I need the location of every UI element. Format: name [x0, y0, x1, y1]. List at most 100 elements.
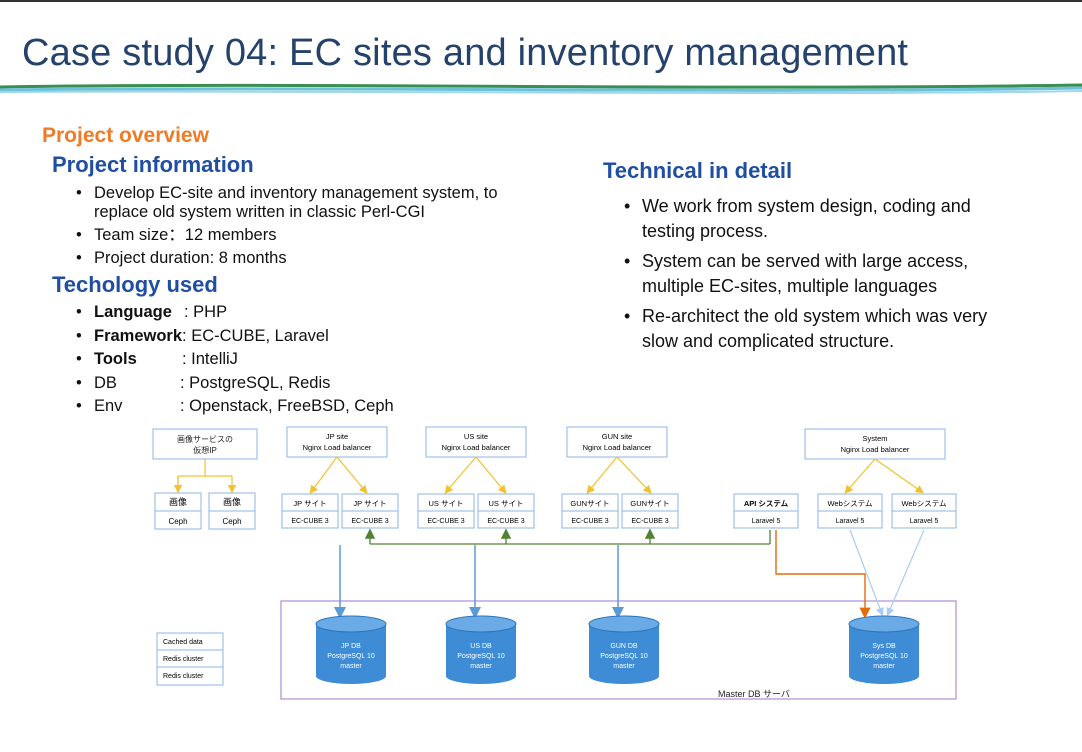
db-line3: master [340, 663, 362, 670]
slide-title: Case study 04: EC sites and inventory ma… [22, 32, 909, 74]
balancer-line2: Nginx Load balancer [442, 443, 511, 452]
server-top: JP サイト [293, 499, 326, 508]
balancer-line2: Nginx Load balancer [303, 443, 372, 452]
server-top: Webシステム [827, 499, 872, 508]
server-bottom: EC-CUBE 3 [631, 518, 668, 525]
server-node: JP サイト EC-CUBE 3 [281, 493, 339, 529]
server-bottom: EC-CUBE 3 [291, 518, 328, 525]
api-server-node: API システム Laravel 5 [733, 493, 799, 529]
tech-value: : PostgreSQL, Redis [180, 373, 331, 392]
db-line1: Sys DB [872, 643, 896, 650]
balancer-line1: JP site [326, 432, 348, 441]
cache-row: Cached data [163, 639, 203, 646]
server-node: US サイト EC-CUBE 3 [417, 493, 475, 529]
db-line2: PostgreSQL 10 [860, 653, 908, 660]
tech-label: Tools [94, 350, 137, 368]
db-line2: PostgreSQL 10 [600, 653, 648, 660]
tech-label: Language [94, 303, 172, 321]
api-to-sysdb-arrow [775, 530, 871, 619]
tech-value: : IntelliJ [182, 350, 238, 368]
cache-row: Redis cluster [163, 656, 204, 663]
load-balancer-system: System Nginx Load balancer [804, 428, 946, 460]
list-item: Team size：12 members [72, 226, 542, 245]
technology-list: Language : PHP Framework: EC-CUBE, Larave… [72, 303, 492, 421]
overview-heading: Project overview [42, 124, 209, 147]
db-line3: master [613, 663, 635, 670]
db-line1: JP DB [341, 643, 361, 650]
list-item: Env : Openstack, FreeBSD, Ceph [72, 397, 492, 421]
db-line3: master [873, 663, 895, 670]
server-node: Webシステム Laravel 5 [817, 493, 883, 529]
server-top: US サイト [488, 499, 523, 508]
tech-value: : Openstack, FreeBSD, Ceph [180, 397, 394, 415]
server-bottom: EC-CUBE 3 [487, 518, 524, 525]
server-node: Webシステム Laravel 5 [891, 493, 957, 529]
tech-label: Framework [94, 326, 183, 345]
server-top: GUNサイト [630, 499, 669, 508]
server-node: GUNサイト EC-CUBE 3 [621, 493, 679, 529]
cache-row: Redis cluster [163, 673, 204, 680]
balancer-line1: GUN site [602, 432, 632, 441]
balancer-line2: Nginx Load balancer [841, 445, 910, 454]
load-balancer-us: US site Nginx Load balancer [425, 426, 527, 458]
technical-list: We work from system design, coding and t… [620, 194, 1000, 359]
db-line2: PostgreSQL 10 [457, 653, 505, 660]
image-node: 画像 Ceph [154, 492, 202, 530]
list-item: Project duration: 8 months [72, 249, 542, 268]
server-top: JP サイト [353, 499, 386, 508]
title-underline-band [0, 83, 1082, 95]
image-node-top: 画像 [169, 496, 187, 507]
db-line2: PostgreSQL 10 [327, 653, 375, 660]
db-cylinder: GUN DB PostgreSQL 10 master [588, 615, 660, 684]
server-top: API システム [744, 499, 789, 508]
db-line3: master [470, 663, 492, 670]
server-top: US サイト [428, 499, 463, 508]
server-top: GUNサイト [570, 499, 609, 508]
list-item: Develop EC-site and inventory management… [72, 184, 542, 222]
image-vip-line2: 仮想IP [193, 445, 217, 455]
server-bottom: Laravel 5 [836, 518, 865, 525]
server-bottom: Laravel 5 [910, 518, 939, 525]
db-line1: US DB [470, 643, 492, 650]
image-vip-line1: 画像サービスの [177, 434, 233, 444]
server-node: JP サイト EC-CUBE 3 [341, 493, 399, 529]
list-item: Re-architect the old system which was ve… [620, 304, 1000, 354]
balancer-line1: System [862, 434, 887, 443]
image-node-top: 画像 [223, 496, 241, 507]
load-balancer-jp: JP site Nginx Load balancer [286, 426, 388, 458]
db-cylinder: JP DB PostgreSQL 10 master [315, 615, 387, 684]
web-to-sysdb-arrows [849, 529, 925, 617]
top-border [0, 0, 1082, 2]
api-bus [364, 528, 771, 545]
tech-value: : EC-CUBE, Laravel [182, 326, 329, 345]
server-bottom: EC-CUBE 3 [571, 518, 608, 525]
image-node-bottom: Ceph [222, 517, 241, 526]
tech-value: : PHP [184, 303, 228, 321]
list-item: Tools : IntelliJ [72, 350, 492, 374]
server-top: Webシステム [901, 499, 946, 508]
balancer-line2: Nginx Load balancer [583, 443, 652, 452]
technical-heading: Technical in detail [603, 158, 793, 183]
server-bottom: EC-CUBE 3 [427, 518, 464, 525]
list-item: Framework: EC-CUBE, Laravel [72, 327, 492, 351]
project-info-list: Develop EC-site and inventory management… [72, 184, 542, 268]
balancer-fanout [309, 456, 924, 494]
technology-heading: Techology used [52, 272, 218, 297]
tech-label: Env [94, 397, 123, 415]
server-node: US サイト EC-CUBE 3 [477, 493, 535, 529]
load-balancer-gun: GUN site Nginx Load balancer [566, 426, 668, 458]
project-info-heading: Project information [52, 152, 254, 177]
db-cylinder: US DB PostgreSQL 10 master [445, 615, 517, 684]
tech-label: DB [94, 373, 117, 392]
image-vip-box: 画像サービスの 仮想IP [152, 428, 258, 460]
db-line1: GUN DB [610, 643, 638, 650]
db-arrows [334, 545, 624, 619]
list-item: DB : PostgreSQL, Redis [72, 374, 492, 398]
list-item: Language : PHP [72, 303, 492, 327]
server-bottom: Laravel 5 [752, 518, 781, 525]
cache-stack: Cached data Redis cluster Redis cluster [156, 632, 224, 686]
db-cylinder: Sys DB PostgreSQL 10 master [848, 615, 920, 684]
image-node-bottom: Ceph [168, 517, 187, 526]
